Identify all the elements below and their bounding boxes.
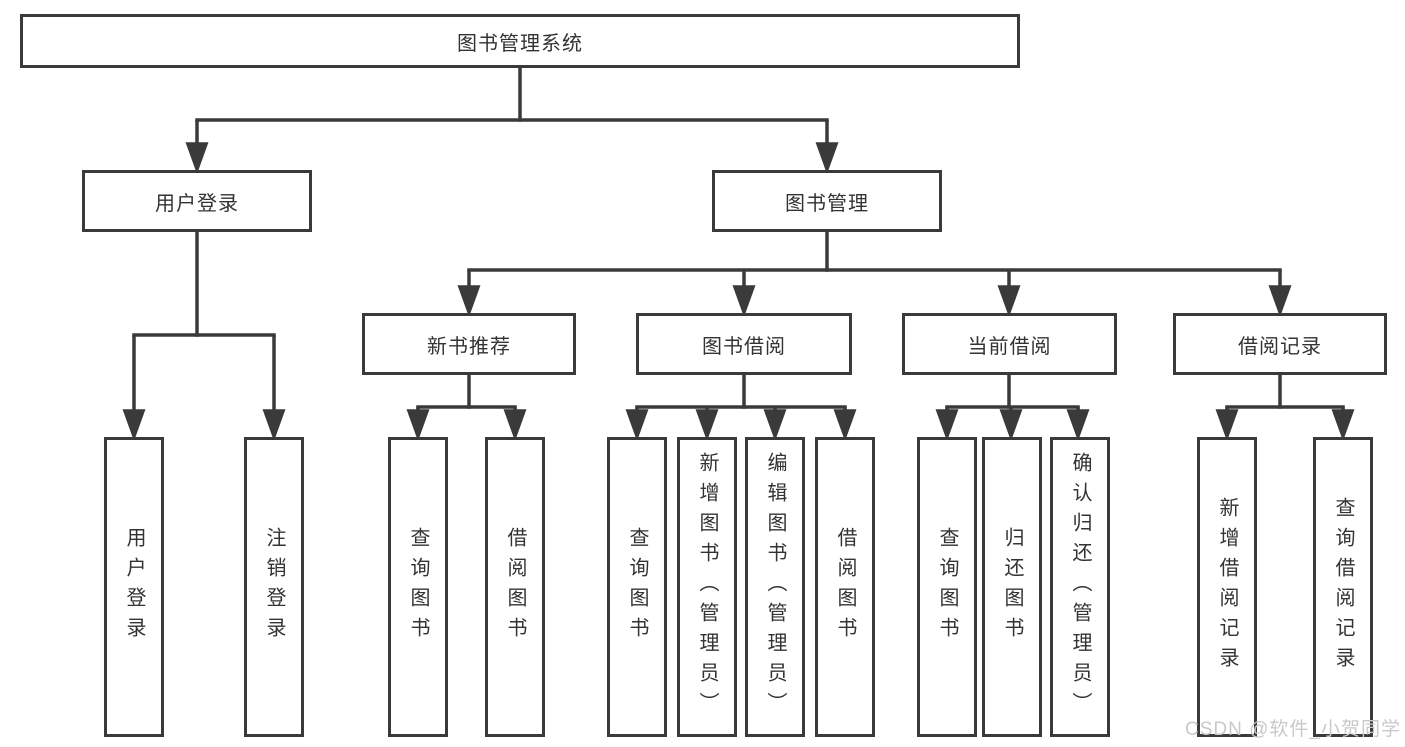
leaf-edit-book-admin-label: 编辑图书（管理员）: [764, 452, 786, 722]
leaf-borrow-books-recommend-label: 借阅图书: [504, 527, 526, 647]
csdn-watermark: CSDN @软件_小贺同学: [1185, 719, 1401, 740]
leaf-add-borrow-record: 新增借阅记录: [1197, 437, 1257, 737]
leaf-query-books-current-label: 查询图书: [936, 527, 958, 647]
leaf-confirm-return-admin-label: 确认归还（管理员）: [1069, 452, 1091, 722]
leaf-borrow-books-recommend: 借阅图书: [485, 437, 545, 737]
leaf-query-books-borrow: 查询图书: [607, 437, 667, 737]
arrowhead: [815, 142, 839, 175]
node-new-book-recommend-label: 新书推荐: [427, 335, 511, 358]
leaf-borrow-books: 借阅图书: [815, 437, 875, 737]
connector-book-borrow: [625, 375, 857, 442]
leaf-query-books-borrow-label: 查询图书: [626, 527, 648, 647]
leaf-return-book-label: 归还图书: [1001, 527, 1023, 647]
arrowhead: [1268, 285, 1292, 318]
node-book-borrow-label: 图书借阅: [702, 335, 786, 358]
connector-book-management: [457, 232, 1292, 318]
arrowhead: [732, 285, 756, 318]
arrowhead: [763, 409, 787, 442]
node-borrow-records: 借阅记录: [1173, 313, 1387, 375]
leaf-user-login: 用户登录: [104, 437, 164, 737]
node-book-management: 图书管理: [712, 170, 942, 232]
node-current-borrow: 当前借阅: [902, 313, 1117, 375]
node-book-management-label: 图书管理: [785, 192, 869, 215]
node-borrow-records-label: 借阅记录: [1238, 335, 1322, 358]
arrowhead: [935, 409, 959, 442]
leaf-query-borrow-record-label: 查询借阅记录: [1332, 497, 1354, 677]
node-user-login-label: 用户登录: [155, 192, 239, 215]
connector-new-book: [406, 375, 527, 442]
arrowhead: [262, 409, 286, 442]
node-root: 图书管理系统: [20, 14, 1020, 68]
arrowhead: [406, 409, 430, 442]
node-current-borrow-label: 当前借阅: [967, 335, 1052, 358]
leaf-query-books-recommend: 查询图书: [388, 437, 448, 737]
leaf-add-borrow-record-label: 新增借阅记录: [1216, 497, 1238, 677]
arrowhead: [457, 285, 481, 318]
connector-user-login: [122, 232, 286, 442]
leaf-add-book-admin-label: 新增图书（管理员）: [696, 452, 718, 722]
leaf-query-books-recommend-label: 查询图书: [407, 527, 429, 647]
leaf-logout-label: 注销登录: [263, 527, 285, 647]
leaf-query-borrow-record: 查询借阅记录: [1313, 437, 1373, 737]
arrowhead: [185, 142, 209, 175]
node-new-book-recommend: 新书推荐: [362, 313, 576, 375]
arrowhead: [999, 409, 1023, 442]
arrowhead: [1066, 409, 1090, 442]
arrowhead: [503, 409, 527, 442]
leaf-add-book-admin: 新增图书（管理员）: [677, 437, 737, 737]
leaf-confirm-return-admin: 确认归还（管理员）: [1050, 437, 1110, 737]
arrowhead: [625, 409, 649, 442]
leaf-borrow-books-label: 借阅图书: [834, 527, 856, 647]
node-book-borrow: 图书借阅: [636, 313, 852, 375]
leaf-return-book: 归还图书: [982, 437, 1042, 737]
leaf-query-books-current: 查询图书: [917, 437, 977, 737]
leaf-user-login-label: 用户登录: [123, 527, 145, 647]
arrowhead: [695, 409, 719, 442]
arrowhead: [1331, 409, 1355, 442]
arrowhead: [1215, 409, 1239, 442]
leaf-edit-book-admin: 编辑图书（管理员）: [745, 437, 805, 737]
connector-root: [185, 68, 839, 175]
node-root-label: 图书管理系统: [457, 32, 583, 55]
connector-current-borrow: [935, 375, 1090, 442]
connector-borrow-records: [1215, 375, 1355, 442]
node-user-login: 用户登录: [82, 170, 312, 232]
leaf-logout: 注销登录: [244, 437, 304, 737]
arrowhead: [997, 285, 1021, 318]
arrowhead: [833, 409, 857, 442]
arrowhead: [122, 409, 146, 442]
